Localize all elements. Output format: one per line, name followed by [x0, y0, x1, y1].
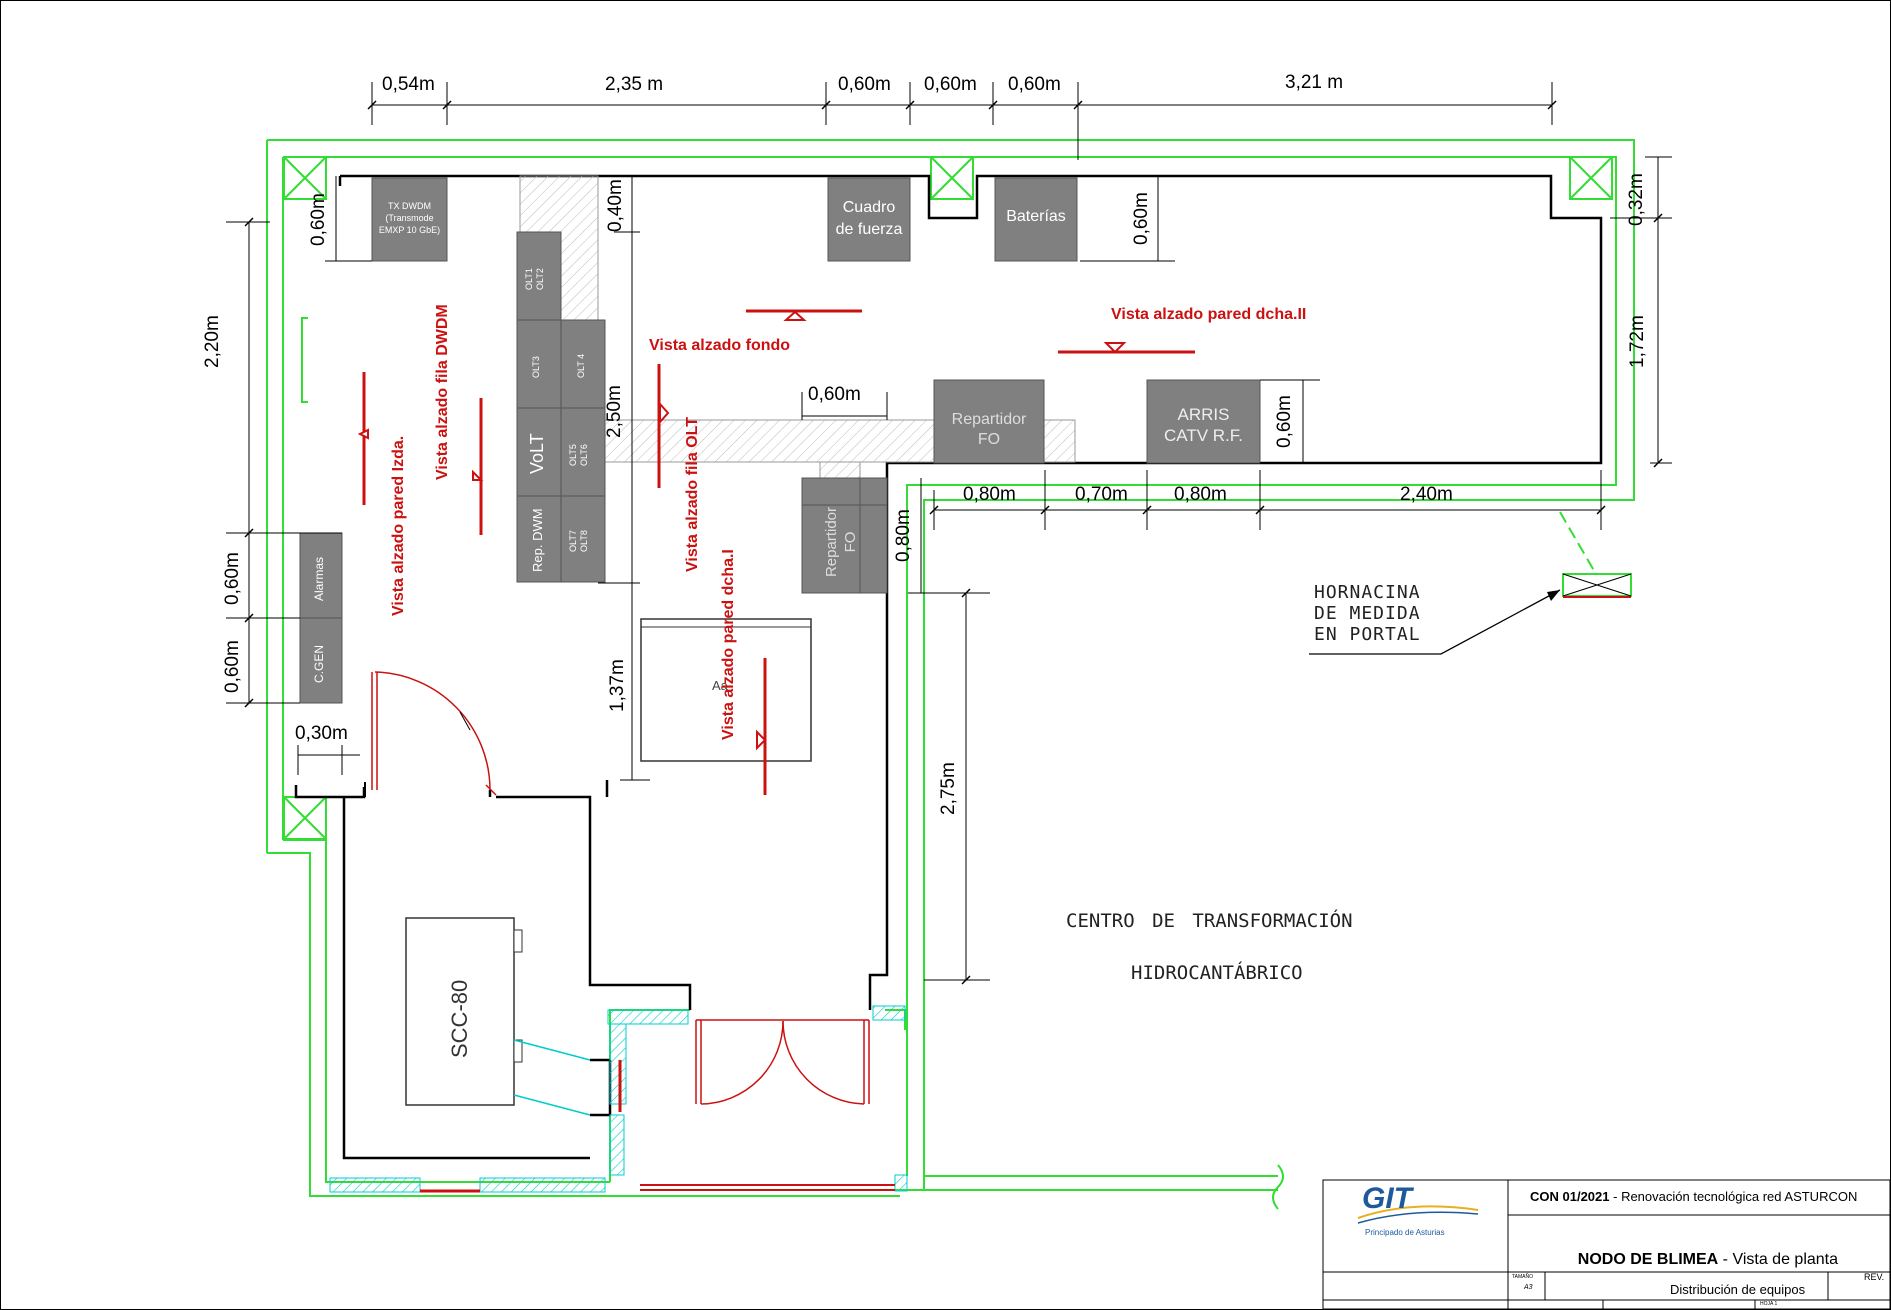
view-markers	[357, 309, 1195, 795]
olt-rack-7	[560, 495, 606, 583]
cgen-panel	[299, 617, 343, 704]
interior-walls	[294, 174, 1603, 1160]
arris-rack	[1146, 379, 1261, 464]
column-markers	[283, 156, 1613, 840]
wall-break-line	[1272, 1164, 1284, 1210]
title-block-frame	[1322, 1179, 1891, 1310]
equipment-blocks	[299, 177, 1261, 1116]
repartidor-fo-rack	[933, 379, 1045, 464]
dimension-lines	[226, 82, 1672, 981]
wall-bracket	[301, 317, 308, 403]
olt-rack-4	[560, 319, 606, 409]
alarmas-panel	[299, 532, 343, 619]
tx-dwdm-rack	[371, 177, 448, 262]
logo-swoosh	[1357, 1205, 1479, 1224]
scc-80-unit	[405, 917, 515, 1106]
air-conditioner-unit	[640, 618, 812, 762]
olt-rack-1	[516, 231, 562, 321]
baterias-rack	[994, 177, 1078, 262]
olt-rack-5	[560, 407, 606, 497]
hornacina-marker	[1309, 511, 1632, 655]
door-handle	[459, 711, 471, 731]
repartidor-fo-vertical-rack	[801, 477, 888, 594]
dimension-ticks	[244, 100, 1663, 985]
volt-rack	[516, 407, 562, 497]
hatched-wall-sections	[329, 1005, 908, 1193]
openings	[420, 1060, 895, 1193]
rep-dwm-rack	[516, 495, 562, 583]
doors	[371, 671, 870, 1105]
olt-rack-3	[516, 319, 562, 409]
cuadro-fuerza-rack	[827, 177, 911, 262]
